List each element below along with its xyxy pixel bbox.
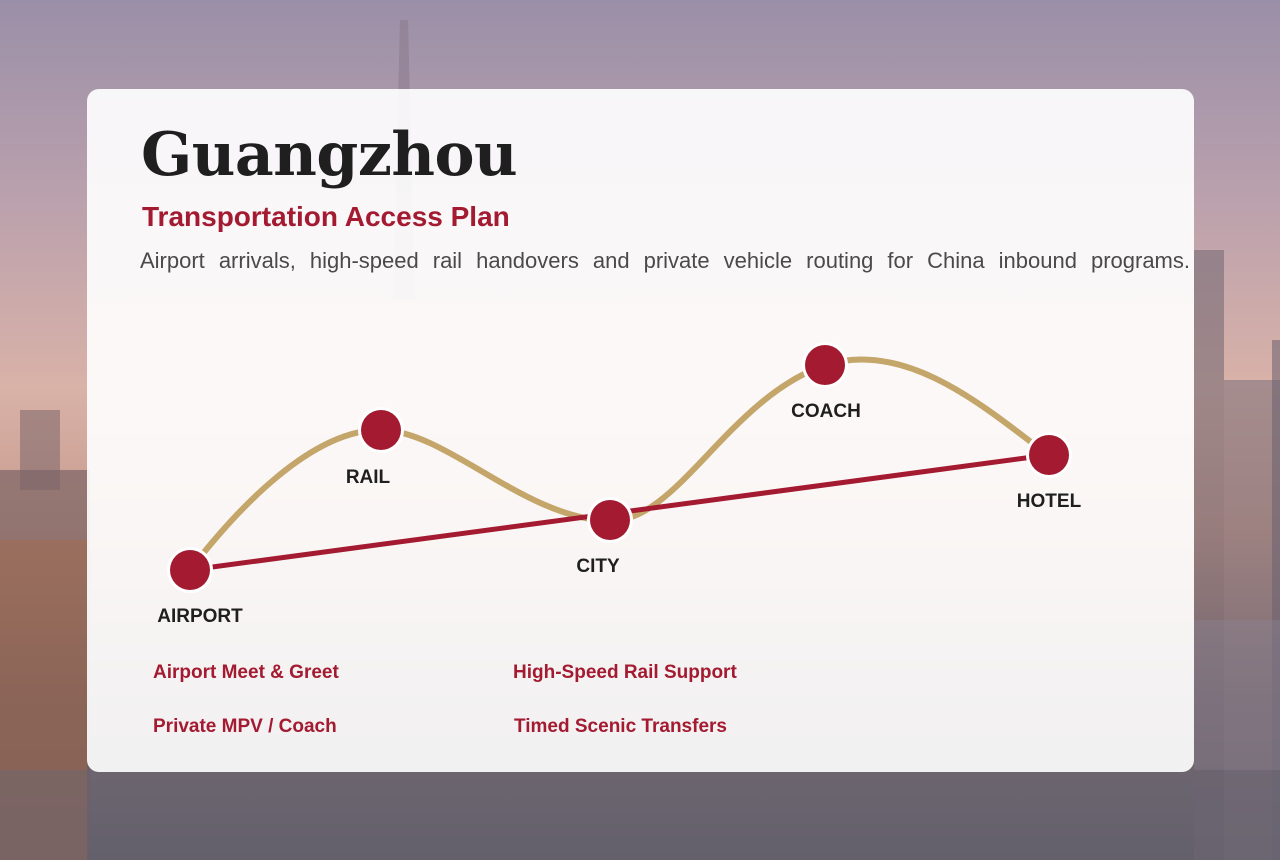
node-label-airport: AIRPORT	[157, 606, 243, 627]
node-label-hotel: HOTEL	[1017, 491, 1082, 512]
page-subtitle: Transportation Access Plan	[142, 201, 510, 232]
route-node-airport: AIRPORT	[157, 547, 243, 627]
service-airport-meet-greet: Airport Meet & Greet	[153, 662, 339, 683]
service-high-speed-rail-support: High-Speed Rail Support	[513, 662, 737, 683]
route-node-rail: RAIL	[346, 407, 404, 488]
page-description: Airport arrivals, high-speed rail handov…	[140, 248, 1190, 273]
service-private-mpv-coach: Private MPV / Coach	[153, 716, 337, 737]
node-label-city: CITY	[576, 556, 620, 577]
route-node-city: CITY	[576, 497, 633, 577]
node-label-rail: RAIL	[346, 467, 391, 488]
route-node-coach: COACH	[791, 342, 861, 422]
page-title: Guangzhou	[141, 120, 518, 190]
service-timed-scenic-transfers: Timed Scenic Transfers	[514, 716, 727, 737]
node-label-coach: COACH	[791, 401, 861, 422]
content-card: Guangzhou Transportation Access Plan Air…	[87, 89, 1194, 772]
route-node-hotel: HOTEL	[1017, 432, 1082, 512]
route-diagram: AIRPORT RAIL CITY COACH HOTEL	[157, 342, 1082, 627]
